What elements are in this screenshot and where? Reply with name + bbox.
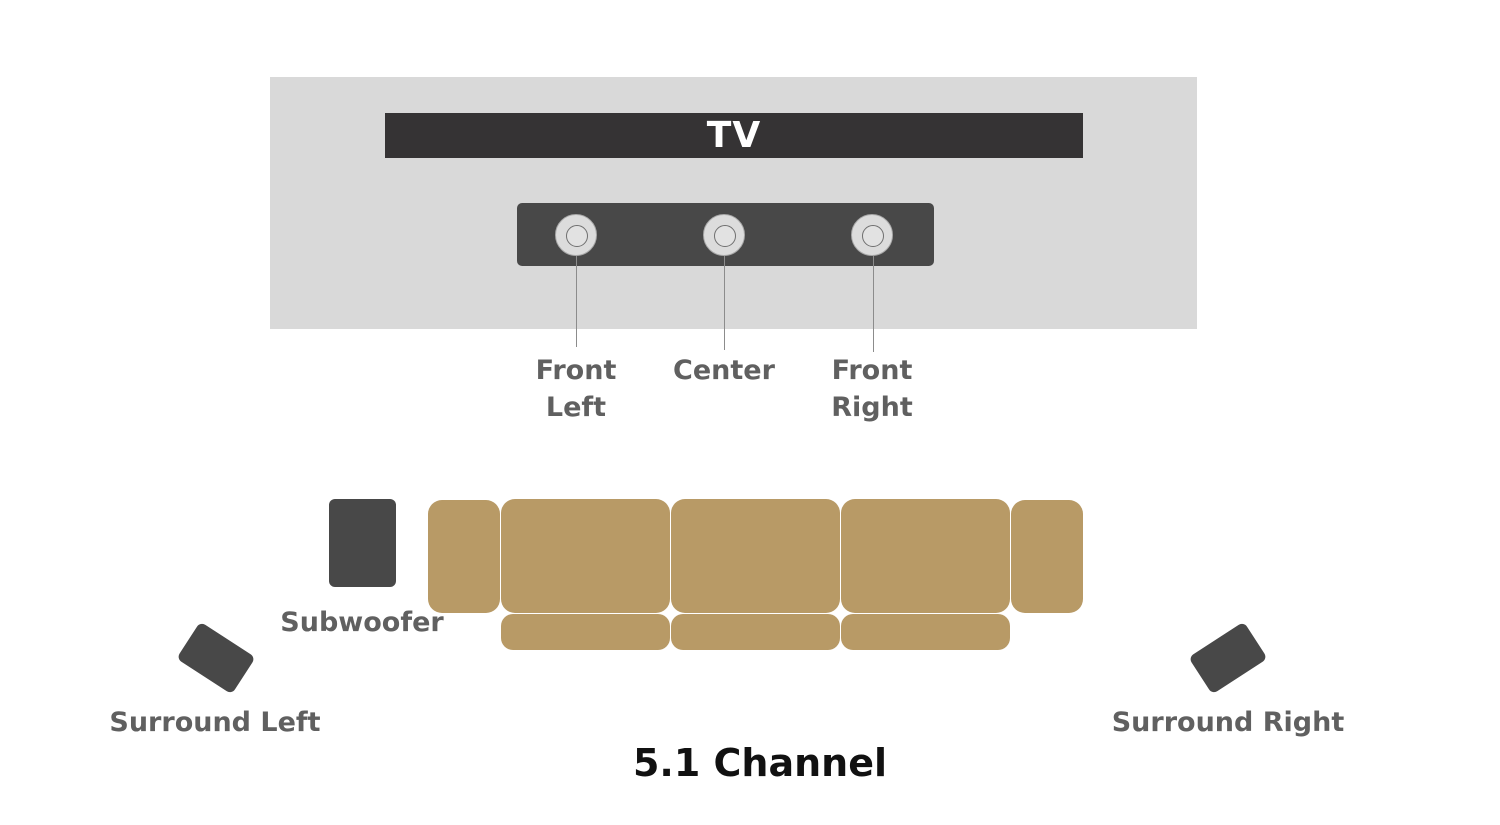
surround-right-speaker xyxy=(1188,621,1268,695)
subwoofer-speaker xyxy=(329,499,396,587)
front-right-leader-line xyxy=(873,256,874,352)
front-right-label-line2: Right xyxy=(831,392,913,423)
sofa-seat-cushion xyxy=(671,614,840,650)
subwoofer-label: Subwoofer xyxy=(280,607,444,638)
front-right-label: Front Right xyxy=(802,352,942,426)
sofa-back-cushion xyxy=(671,499,840,613)
sofa-seat-cushion xyxy=(501,614,670,650)
front-right-label-line1: Front xyxy=(831,355,913,386)
front-right-driver-icon xyxy=(851,214,893,256)
sofa-seat-cushion xyxy=(841,614,1010,650)
sofa-back-cushion xyxy=(841,499,1010,613)
sofa-back-cushion xyxy=(501,499,670,613)
front-left-leader-line xyxy=(576,256,577,347)
front-left-driver-icon xyxy=(555,214,597,256)
front-left-label-line2: Left xyxy=(545,392,607,423)
surround-right-label: Surround Right xyxy=(1111,707,1345,738)
center-label: Center xyxy=(673,355,775,386)
surround-left-speaker xyxy=(176,621,256,695)
front-left-label-line1: Front xyxy=(535,355,617,386)
surround-left-label: Surround Left xyxy=(109,707,321,738)
sofa-right-arm xyxy=(1011,500,1083,613)
diagram-title: 5.1 Channel xyxy=(632,741,888,785)
center-driver-icon xyxy=(703,214,745,256)
tv-screen: TV xyxy=(385,113,1083,158)
center-leader-line xyxy=(724,256,725,350)
front-left-label: Front Left xyxy=(506,352,646,426)
sofa-left-arm xyxy=(428,500,500,613)
